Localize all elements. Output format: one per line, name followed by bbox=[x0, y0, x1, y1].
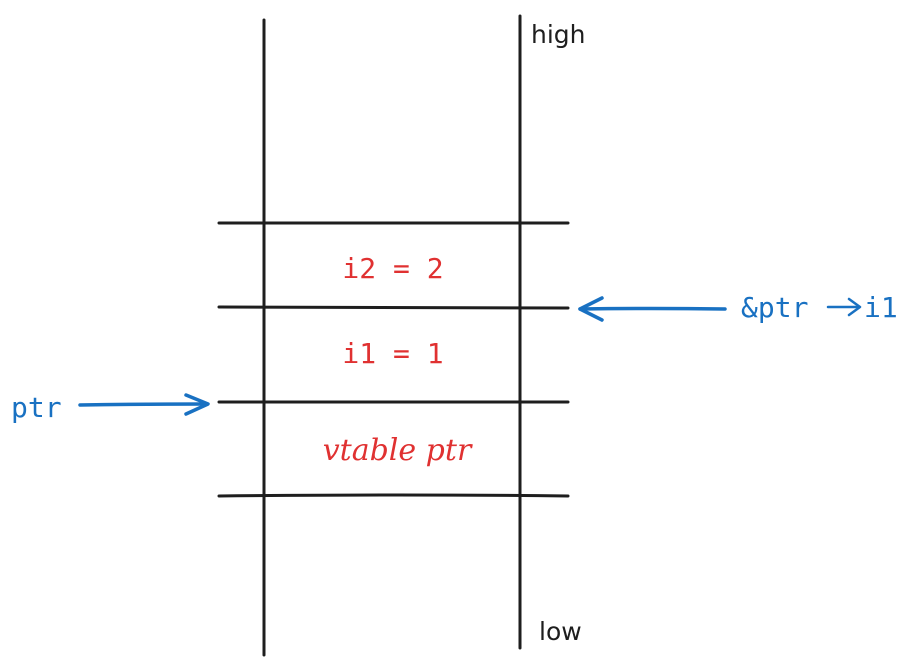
cell-separator-bottom bbox=[217, 493, 570, 498]
low-label: low bbox=[539, 617, 582, 646]
cell-i2-value: i2 = 2 bbox=[342, 252, 443, 285]
member-pointer-arrow bbox=[578, 296, 727, 322]
cell-i1-value: i1 = 1 bbox=[342, 337, 443, 370]
member-pointer-label-suffix: i1 bbox=[864, 291, 898, 324]
stack-right-wall bbox=[518, 14, 522, 650]
ptr-label: ptr bbox=[11, 391, 62, 424]
small-arrow-icon bbox=[826, 297, 862, 317]
cell-separator-i2-i1 bbox=[217, 305, 570, 310]
ptr-arrow bbox=[78, 393, 210, 416]
member-pointer-label-prefix: &ptr bbox=[741, 291, 808, 324]
stack-left-wall bbox=[262, 18, 266, 657]
cell-vtable-ptr: vtable ptr bbox=[323, 433, 473, 468]
high-label: high bbox=[531, 20, 586, 49]
